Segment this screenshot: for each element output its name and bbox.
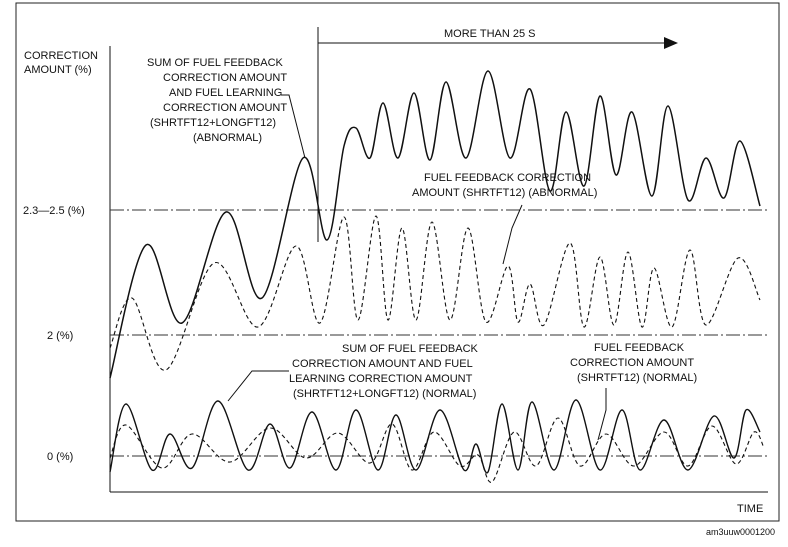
sum-normal-curve: [109, 399, 761, 474]
y-axis-label-line-1: CORRECTION: [24, 50, 98, 62]
reference-label-high: 2.3—2.5 (%): [23, 205, 85, 217]
leader-sum-abnormal: [281, 94, 306, 159]
leader-sum-normal: [227, 370, 289, 402]
y-axis-label-line-2: AMOUNT (%): [24, 64, 92, 76]
reference-label-two: 2 (%): [47, 330, 73, 342]
leader-feedback-abnormal: [502, 204, 523, 265]
leader-feedback-normal: [597, 388, 607, 441]
duration-label: MORE THAN 25 S: [444, 28, 536, 40]
annotation-sum-normal: SUM OF FUEL FEEDBACK CORRECTION AMOUNT A…: [289, 343, 481, 400]
annotation-feedback-normal: FUEL FEEDBACK CORRECTION AMOUNT (SHRTFT1…: [570, 342, 697, 384]
diagram-frame: [15, 2, 780, 522]
figure-code: am3uuw0001200: [706, 527, 775, 537]
reference-label-zero: 0 (%): [47, 451, 73, 463]
x-axis-label: TIME: [737, 503, 763, 515]
duration-arrow-head: [664, 37, 678, 49]
annotation-sum-abnormal: SUM OF FUEL FEEDBACK CORRECTION AMOUNT A…: [147, 57, 290, 144]
sum-abnormal-curve: [109, 70, 761, 379]
annotation-feedback-abnormal: FUEL FEEDBACK CORRECTION AMOUNT (SHRTFT1…: [412, 172, 597, 199]
feedback-normal-curve: [109, 417, 765, 483]
